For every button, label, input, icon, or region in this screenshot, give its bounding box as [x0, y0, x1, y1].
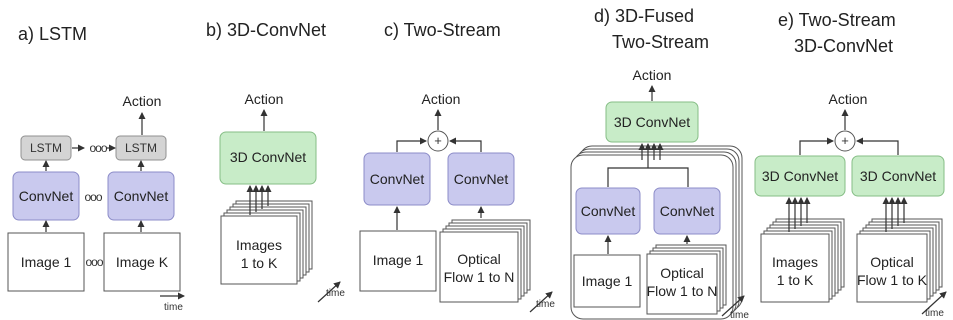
time-label-b: time	[326, 288, 345, 299]
flow-label-c-line1: Optical	[457, 251, 501, 267]
flow-label-c-line2: Flow 1 to N	[444, 269, 515, 285]
convnet-box-rgb-d	[575, 187, 641, 235]
image-stack-b	[220, 200, 313, 285]
time-axis-b	[317, 281, 341, 303]
images-label-e-line2: 1 to K	[777, 272, 814, 288]
panel-c-title: c) Two-Stream	[384, 20, 501, 40]
convnet-label-flow-c: ConvNet	[454, 171, 509, 187]
image-label-c: Image 1	[373, 252, 424, 268]
image-box-d	[573, 254, 641, 308]
flow-label-e-line1: Optical	[870, 254, 914, 270]
flow-stack-c	[439, 219, 531, 303]
panel-e-action-label: Action	[829, 91, 868, 107]
conv3d-label-b: 3D ConvNet	[230, 149, 306, 165]
panel-e-title-line2: 3D-ConvNet	[794, 36, 893, 56]
time-axis-e	[921, 291, 947, 315]
lstm-dots: ooo	[89, 141, 107, 155]
convnet-box-rgb-c	[363, 152, 431, 206]
image-box-last	[103, 232, 181, 292]
panel-two-stream: c) Two-Stream Action + ConvNet ConvNet I…	[359, 20, 555, 313]
lstm-label-last: LSTM	[125, 141, 157, 155]
conv3d-box-flow-e	[851, 155, 945, 197]
arrow-flow-to-fusion-e	[856, 137, 899, 155]
image-label-first: Image 1	[21, 254, 72, 270]
flow-label-d-line2: Flow 1 to N	[647, 283, 718, 299]
panel-d-title-line1: d) 3D-Fused	[594, 6, 694, 26]
conv3d-label-flow-e: 3D ConvNet	[860, 168, 936, 184]
convnet-label-flow-d: ConvNet	[660, 203, 715, 219]
convnet-label-rgb-c: ConvNet	[370, 171, 425, 187]
flow-label-d-line1: Optical	[660, 265, 704, 281]
panel-a-action-label: Action	[123, 93, 162, 109]
images-label-b-line2: 1 to K	[241, 255, 278, 271]
time-axis-d	[721, 295, 745, 317]
time-label-c: time	[536, 299, 555, 310]
panel-e-title-line1: e) Two-Stream	[778, 10, 896, 30]
arrow-rgb-to-fusion-c	[396, 137, 427, 152]
panel-lstm: a) LSTM Action LSTM LSTM ooo ConvNet Con…	[7, 24, 185, 313]
conv3d-box-d	[605, 101, 699, 143]
images-label-e-line1: Images	[772, 254, 818, 270]
image-box-c	[359, 230, 437, 292]
convnet-dots: ooo	[84, 190, 102, 204]
fusion-circle-e	[834, 130, 856, 152]
convnet-label-first: ConvNet	[19, 188, 74, 204]
time-label-e: time	[925, 308, 944, 319]
fusion-circle-c	[427, 130, 449, 152]
panel-b-title: b) 3D-ConvNet	[206, 20, 326, 40]
panel-3d-fused: d) 3D-Fused Two-Stream Action 3D ConvNet…	[570, 6, 749, 320]
conv3d-label-d: 3D ConvNet	[614, 114, 690, 130]
image-dots: ooo	[85, 255, 103, 269]
conv3d-box-b	[219, 131, 317, 185]
conv3d-label-rgb-e: 3D ConvNet	[762, 168, 838, 184]
flow-label-e-line2: Flow 1 to K	[857, 272, 928, 288]
lstm-label-first: LSTM	[30, 141, 62, 155]
panel-a-title: a) LSTM	[18, 24, 87, 44]
arrow-rgb-to-fusion-e	[799, 137, 834, 155]
image-stack-e	[760, 218, 845, 303]
time-label-d: time	[730, 310, 749, 320]
conv3d-box-rgb-e	[754, 155, 846, 197]
convnet-box-flow-c	[447, 152, 515, 206]
arrow-flow-to-fusion-c	[449, 137, 482, 152]
panel-b-action-label: Action	[245, 91, 284, 107]
image-label-d: Image 1	[582, 273, 633, 289]
panel-3d-convnet: b) 3D-ConvNet Action 3D ConvNet Images 1…	[206, 20, 345, 303]
images-label-b-line1: Images	[236, 237, 282, 253]
convnet-label-rgb-d: ConvNet	[581, 203, 636, 219]
time-axis-c	[529, 291, 553, 313]
convnet-label-last: ConvNet	[114, 188, 169, 204]
panel-d-title-line2: Two-Stream	[612, 32, 709, 52]
panel-d-action-label: Action	[633, 67, 672, 83]
time-label-a: time	[164, 302, 183, 313]
panel-c-action-label: Action	[422, 91, 461, 107]
image-label-last: Image K	[116, 254, 169, 270]
panel-two-stream-3d: e) Two-Stream 3D-ConvNet Action + 3D Con…	[754, 10, 947, 319]
flow-stack-e	[856, 218, 943, 303]
fusion-plus-c: +	[434, 133, 442, 148]
convnet-box-flow-d	[653, 187, 721, 235]
image-box-first	[7, 232, 85, 292]
flow-stack-d	[646, 244, 727, 315]
fusion-plus-e: +	[841, 133, 849, 148]
